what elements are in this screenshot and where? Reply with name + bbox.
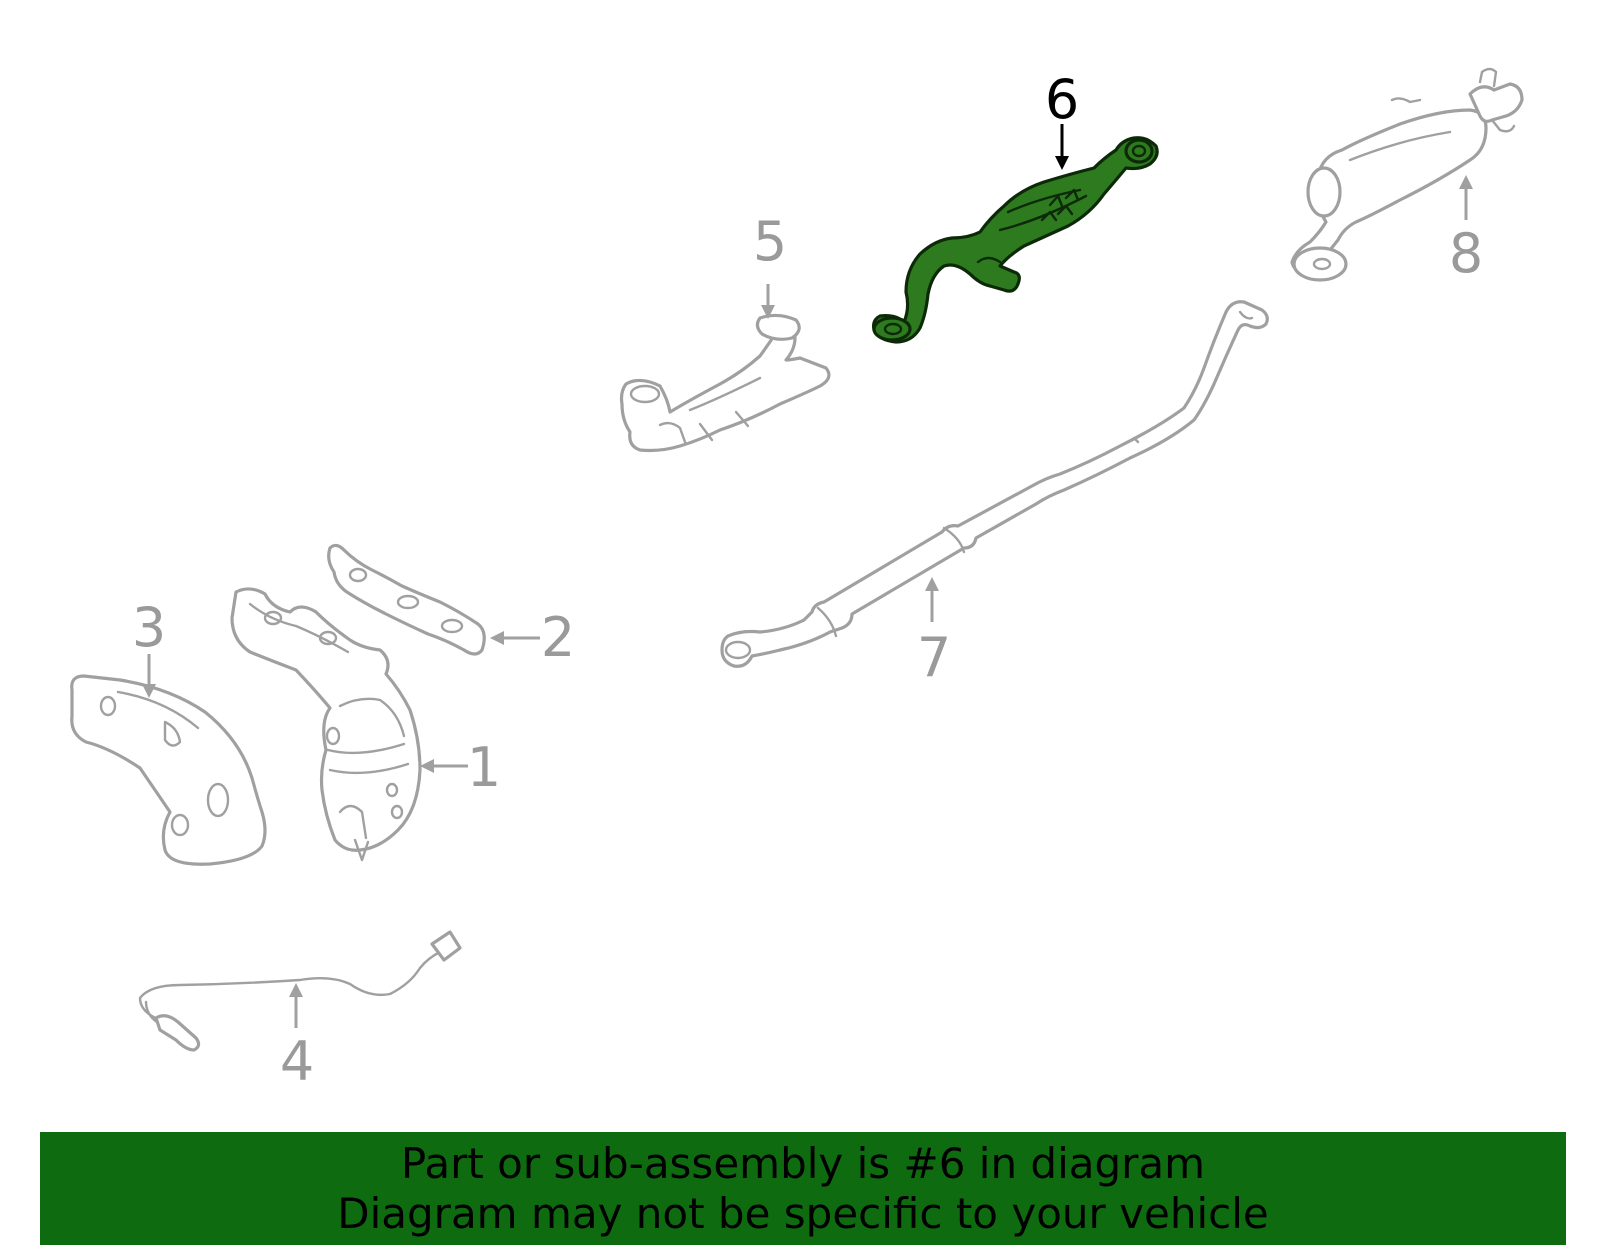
callout-7[interactable]: 7	[917, 626, 951, 689]
callout-8[interactable]: 8	[1449, 222, 1483, 285]
part-4-oxygen-sensor[interactable]	[138, 930, 462, 1052]
part-5-front-pipe[interactable]	[619, 313, 831, 453]
callout-labels: 3 2 1 4 5 6 7 8	[132, 68, 1483, 1093]
part-8-muffler[interactable]	[1290, 67, 1524, 282]
callout-6[interactable]: 6	[1045, 68, 1079, 131]
part-3-heat-shield[interactable]	[70, 674, 267, 866]
callout-4[interactable]: 4	[280, 1030, 314, 1093]
callout-5[interactable]: 5	[753, 210, 787, 273]
callout-3[interactable]: 3	[132, 596, 166, 659]
callout-2[interactable]: 2	[541, 606, 575, 669]
part-1-exhaust-manifold[interactable]	[230, 587, 422, 862]
part-7-center-pipe[interactable]	[720, 300, 1269, 668]
part-2-gasket[interactable]	[327, 543, 486, 656]
callout-1[interactable]: 1	[467, 736, 501, 799]
banner-line-disclaimer: Diagram may not be specific to your vehi…	[337, 1188, 1269, 1238]
callout-arrows	[142, 124, 1473, 1028]
info-banner: Part or sub-assembly is #6 in diagram Di…	[40, 1132, 1566, 1245]
banner-line-part: Part or sub-assembly is #6 in diagram	[400, 1138, 1206, 1188]
part-6-catalytic-converter[interactable]	[872, 136, 1159, 344]
